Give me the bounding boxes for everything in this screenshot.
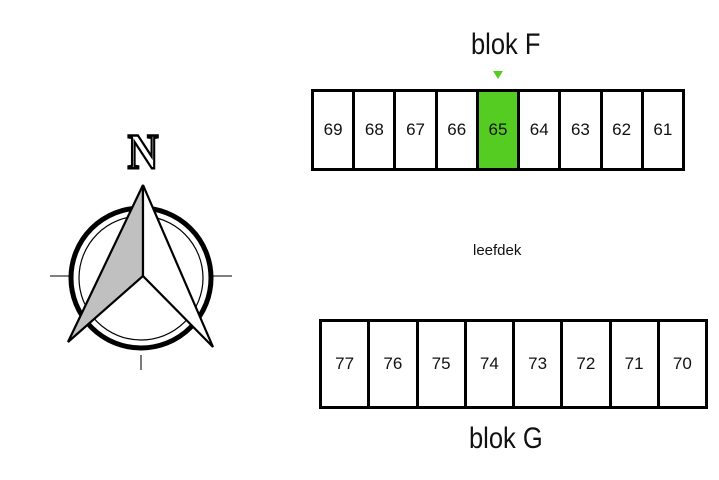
parking-spot[interactable]: 64 bbox=[520, 92, 562, 168]
compass-rose: N bbox=[50, 124, 232, 370]
selected-spot-marker-icon bbox=[493, 71, 503, 79]
parking-spot[interactable]: 72 bbox=[563, 322, 612, 406]
compass-arrow-left-half bbox=[67, 184, 145, 343]
parking-spot[interactable]: 71 bbox=[612, 322, 660, 406]
compass-arrow-right-half bbox=[141, 184, 215, 348]
parking-spot[interactable]: 66 bbox=[438, 92, 479, 168]
parking-spot[interactable]: 62 bbox=[603, 92, 644, 168]
parking-spot[interactable]: 69 bbox=[314, 92, 356, 168]
aisle-label: leefdek bbox=[473, 242, 522, 259]
parking-spot[interactable]: 63 bbox=[561, 92, 603, 168]
parking-spot[interactable]: 68 bbox=[355, 92, 397, 168]
parking-spot[interactable]: 75 bbox=[419, 322, 467, 406]
block-f-title: blok F bbox=[471, 28, 541, 61]
north-letter-icon: N bbox=[128, 125, 159, 180]
parking-spot[interactable]: 77 bbox=[322, 322, 371, 406]
parking-spot-selected[interactable]: 65 bbox=[478, 92, 521, 168]
block-g-title: blok G bbox=[469, 422, 543, 455]
parking-spot[interactable]: 61 bbox=[653, 120, 673, 139]
parking-spot[interactable]: 76 bbox=[370, 322, 419, 406]
parking-spot[interactable]: 67 bbox=[396, 92, 438, 168]
parking-spot[interactable]: 70 bbox=[672, 354, 692, 373]
parking-spot[interactable]: 74 bbox=[467, 322, 515, 406]
parking-spot[interactable]: 73 bbox=[515, 322, 564, 406]
